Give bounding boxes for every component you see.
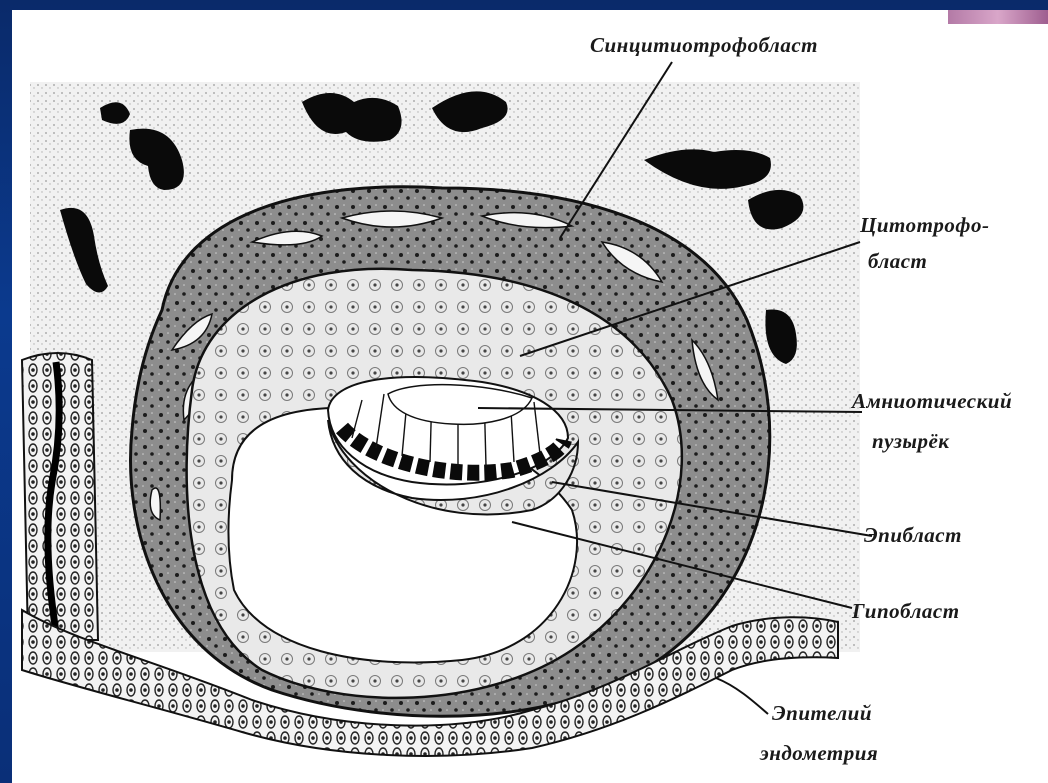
- diagram-panel: Синцитиотрофобласт Цитотрофо- бласт Амни…: [12, 10, 1048, 783]
- label-epiblast: Эпибласт: [864, 523, 962, 547]
- left-gland-column: [22, 353, 98, 640]
- label-hypoblast: Гипобласт: [851, 599, 960, 623]
- label-cytotrophoblast-line1: Цитотрофо-: [859, 213, 989, 237]
- label-amniotic-line2: пузырёк: [872, 429, 950, 453]
- label-cytotrophoblast-line2: бласт: [868, 249, 927, 273]
- label-amniotic-line1: Амниотический: [850, 389, 1012, 413]
- label-epithelium-line1: Эпителий: [772, 701, 872, 725]
- label-syncytiotrophoblast: Синцитиотрофобласт: [590, 33, 818, 57]
- implantation-diagram: Синцитиотрофобласт Цитотрофо- бласт Амни…: [12, 10, 1048, 783]
- label-epithelium-line2: эндометрия: [759, 741, 878, 765]
